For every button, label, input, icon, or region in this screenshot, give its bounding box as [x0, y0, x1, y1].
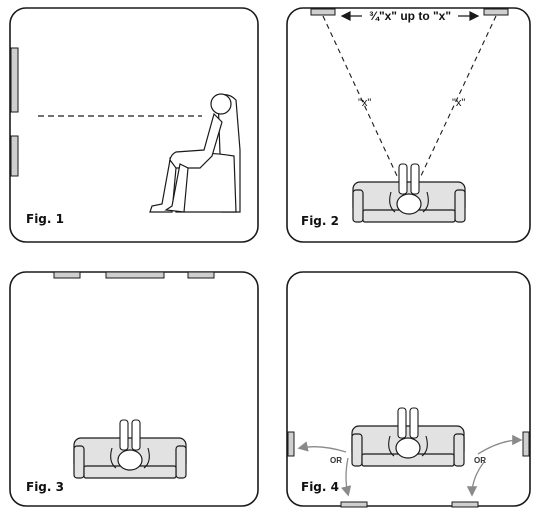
- figure-4: OR OR Fig. 4: [286, 271, 531, 508]
- figure-2: ¾"x" up to "x" "x" "x" Fig. 2: [286, 7, 531, 243]
- sight-line: [322, 15, 399, 179]
- ceiling-speaker-icon: [483, 8, 509, 16]
- figure-label: Fig. 1: [26, 212, 64, 226]
- placement-arrow-left-rear: [341, 457, 352, 497]
- figure-label: Fig. 2: [301, 214, 339, 228]
- figure-1: Fig. 1: [9, 7, 259, 243]
- rear-speaker-left-icon: [340, 501, 368, 508]
- figure-2-frame: [286, 7, 531, 243]
- front-speaker-right-icon: [187, 271, 215, 279]
- wall-speaker-icon: [10, 135, 19, 177]
- speaker-spacing-label: ¾"x" up to "x": [369, 9, 451, 23]
- or-label: OR: [474, 456, 486, 465]
- figure-3: Fig. 3: [9, 271, 259, 507]
- ceiling-speaker-icon: [310, 8, 336, 16]
- placement-arrow-left-side: [297, 441, 347, 453]
- figure-4-frame: [286, 271, 531, 507]
- side-speaker-right-icon: [522, 431, 530, 457]
- seated-listener-icon: [149, 93, 241, 213]
- side-speaker-left-icon: [287, 431, 295, 457]
- distance-label-right: "x": [452, 97, 465, 109]
- or-label: OR: [330, 456, 342, 465]
- sight-line: [419, 15, 497, 179]
- figure-label: Fig. 3: [26, 480, 64, 494]
- wall-speaker-icon: [10, 47, 19, 113]
- placement-arrow-right-side: [477, 434, 523, 455]
- placement-arrow-right-rear: [466, 461, 485, 497]
- front-speaker-left-icon: [53, 271, 81, 279]
- center-speaker-icon: [105, 271, 165, 279]
- rear-speaker-right-icon: [451, 501, 479, 508]
- figure-label: Fig. 4: [301, 480, 339, 494]
- distance-label-left: "x": [358, 97, 371, 109]
